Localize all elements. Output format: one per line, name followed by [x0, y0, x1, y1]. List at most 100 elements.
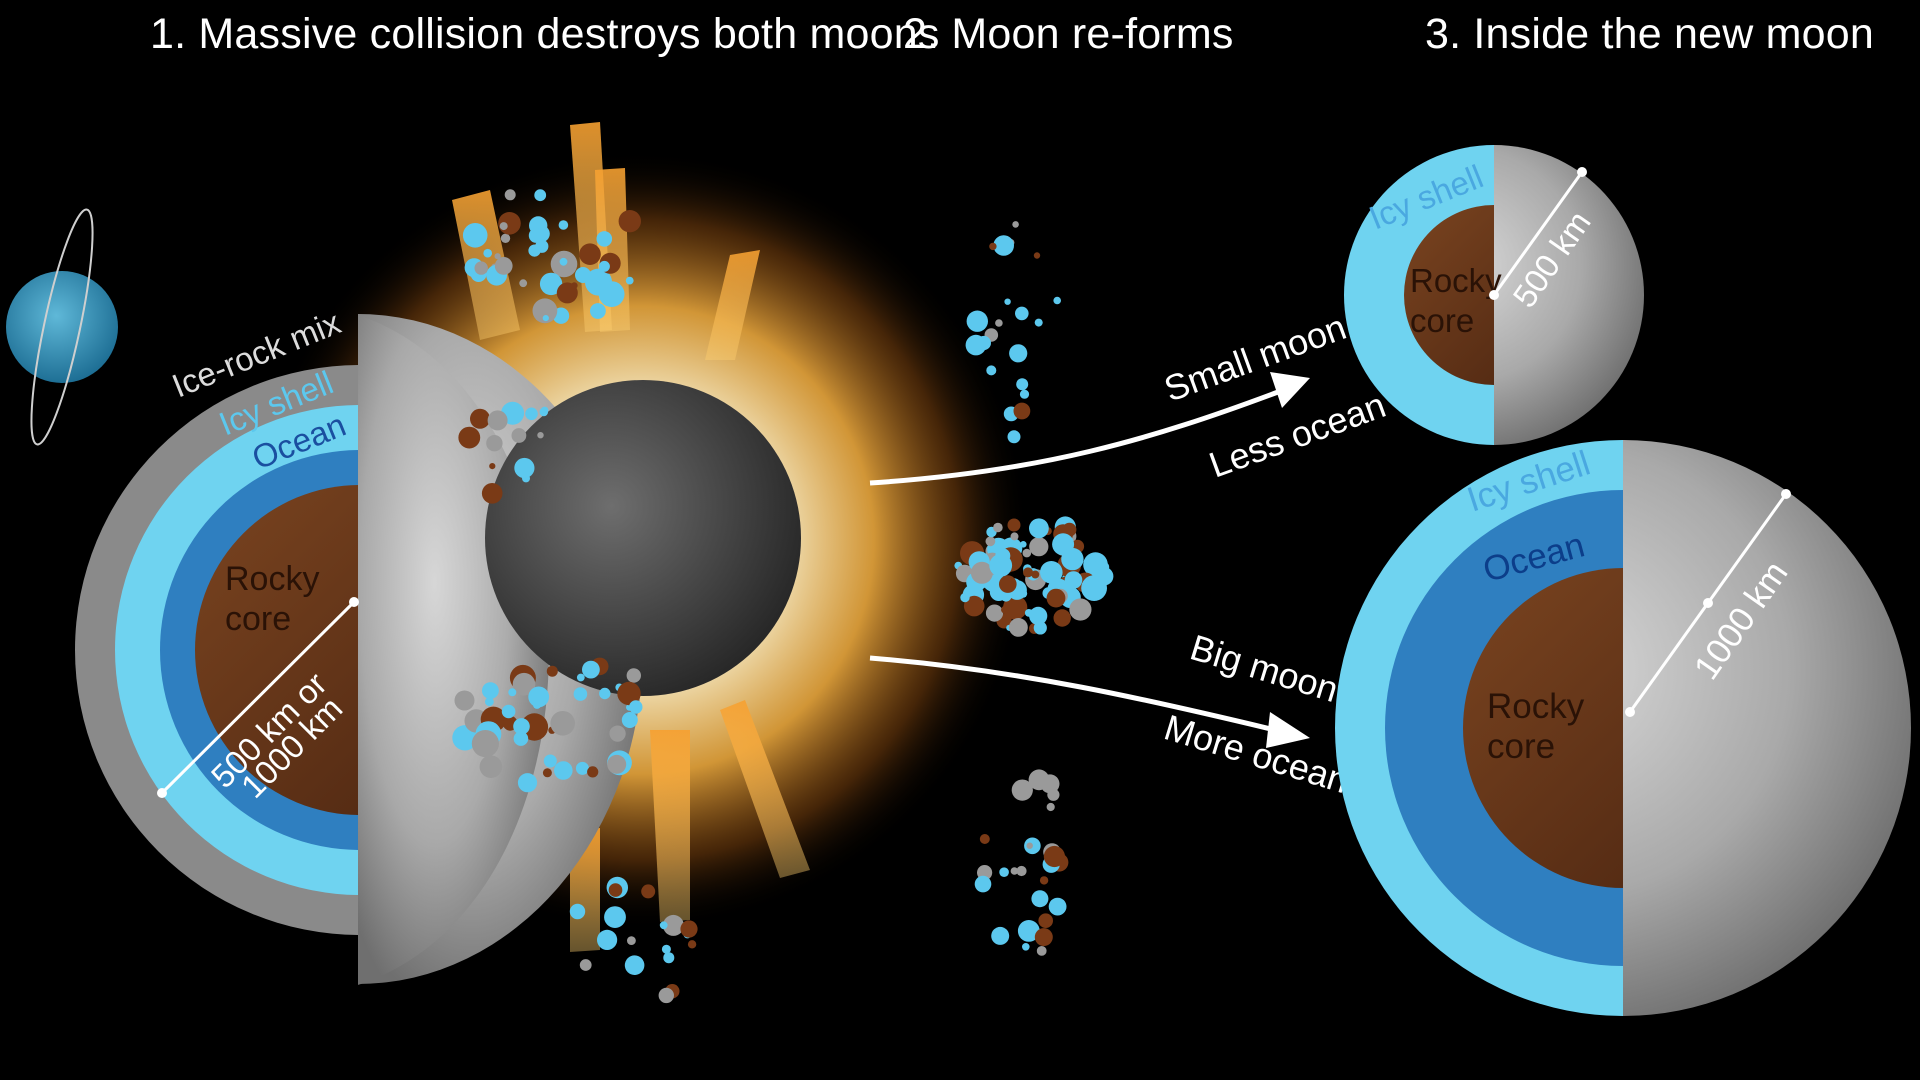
debris-particle: [1007, 518, 1021, 532]
debris-particle: [487, 410, 508, 431]
big-moon-size-line-start: [1625, 707, 1635, 717]
debris-particle: [485, 697, 494, 707]
debris-particle: [462, 223, 488, 248]
debris-particle: [993, 522, 1003, 533]
debris-particle: [624, 955, 645, 975]
debris-particle: [532, 298, 558, 324]
debris-particle: [1053, 609, 1071, 627]
debris-particle: [471, 730, 499, 758]
debris-particle: [966, 310, 988, 332]
debris-particle: [598, 281, 625, 307]
debris-particle: [604, 906, 626, 928]
debris-particle: [590, 303, 606, 319]
debris-particle: [517, 773, 538, 793]
small-moon-core-line2: core: [1410, 302, 1474, 339]
path-lower-line2: More ocean: [1160, 706, 1354, 801]
size-line-end: [157, 788, 167, 798]
debris-particle: [1029, 518, 1049, 539]
debris-particle: [573, 687, 588, 701]
big-moon-core-line2: core: [1487, 727, 1555, 766]
debris-particle: [534, 189, 547, 202]
arrow-upper: [869, 372, 1310, 486]
debris-particle: [1034, 318, 1043, 327]
debris-particle: [626, 668, 641, 683]
small-moon-size-line: [1492, 171, 1584, 296]
debris-particle: [520, 713, 549, 741]
label-core-line1: Rocky: [225, 560, 319, 598]
path-upper-line2: Less ocean: [1204, 384, 1391, 486]
small-moon-size-line-start: [1489, 290, 1499, 300]
debris-particle: [1001, 605, 1009, 614]
debris-particle: [514, 457, 535, 479]
debris-particle: [489, 463, 496, 470]
path-lower-line1: Big moon: [1186, 626, 1343, 710]
debris-particle: [1038, 913, 1053, 928]
debris-particle: [617, 681, 641, 706]
debris-particle: [960, 592, 970, 603]
big-moon-core-line1: Rocky: [1487, 687, 1585, 726]
debris-particle: [1016, 378, 1029, 391]
debris-particle: [1061, 547, 1084, 571]
debris-particle: [504, 189, 516, 201]
debris-particle: [989, 242, 997, 251]
debris-particle: [618, 210, 641, 233]
small-moon-size-line-end: [1577, 167, 1587, 177]
debris-particle: [483, 248, 493, 258]
uranus-planet: [6, 208, 118, 446]
debris-particle: [1036, 946, 1047, 956]
debris-particle: [1053, 296, 1061, 305]
debris-particle: [1064, 571, 1083, 589]
debris-particle: [1031, 890, 1049, 908]
debris-particle: [482, 682, 499, 699]
debris-particle: [999, 575, 1017, 593]
small-moon-core: [1404, 205, 1494, 385]
debris-particle: [1022, 548, 1032, 558]
debris-particle: [546, 665, 558, 677]
debris-particle: [1010, 867, 1019, 875]
debris-particle: [454, 690, 475, 711]
debris-particle: [575, 267, 591, 283]
debris-particle: [1010, 532, 1019, 541]
debris-particle: [571, 282, 578, 289]
debris-particle: [995, 319, 1003, 327]
big-moon-surface: [1623, 440, 1911, 1016]
debris-particle: [641, 884, 656, 899]
size-line-start: [349, 597, 359, 607]
debris-particle: [1011, 779, 1033, 801]
debris-particle: [579, 243, 601, 265]
debris-particle: [494, 257, 513, 275]
debris-particle: [513, 731, 529, 746]
label-core-line2: core: [225, 600, 291, 638]
debris-particle: [1048, 897, 1067, 916]
debris-particle: [1028, 769, 1050, 791]
debris-particle: [979, 834, 990, 844]
debris-particle: [607, 754, 627, 774]
debris-particle: [542, 315, 549, 322]
debris-particle: [993, 235, 1014, 256]
debris-particle: [627, 936, 636, 945]
debris-particle: [629, 700, 643, 714]
debris-particle: [991, 926, 1010, 945]
debris-particle: [512, 672, 536, 696]
debris-particle: [1033, 252, 1041, 259]
debris-particle: [470, 408, 490, 429]
debris-particle: [662, 914, 684, 936]
debris-particle: [508, 688, 517, 697]
debris-particle: [1069, 598, 1092, 621]
debris-particle: [1039, 876, 1049, 885]
debris-particle: [598, 260, 610, 272]
debris-particle: [1004, 298, 1011, 305]
debris-particle: [1031, 570, 1040, 579]
debris-particle: [559, 257, 568, 266]
debris-particle: [513, 718, 530, 735]
debris-particle: [528, 228, 544, 243]
debris-particle: [533, 700, 541, 709]
debris-particle: [609, 726, 624, 740]
debris-particle: [1007, 430, 1021, 444]
debris-particle: [596, 231, 613, 247]
debris-particle: [569, 903, 586, 920]
debris-particle: [539, 272, 563, 296]
debris-particle: [1040, 561, 1063, 584]
debris-particle: [499, 222, 508, 231]
debris-particle: [542, 768, 552, 778]
